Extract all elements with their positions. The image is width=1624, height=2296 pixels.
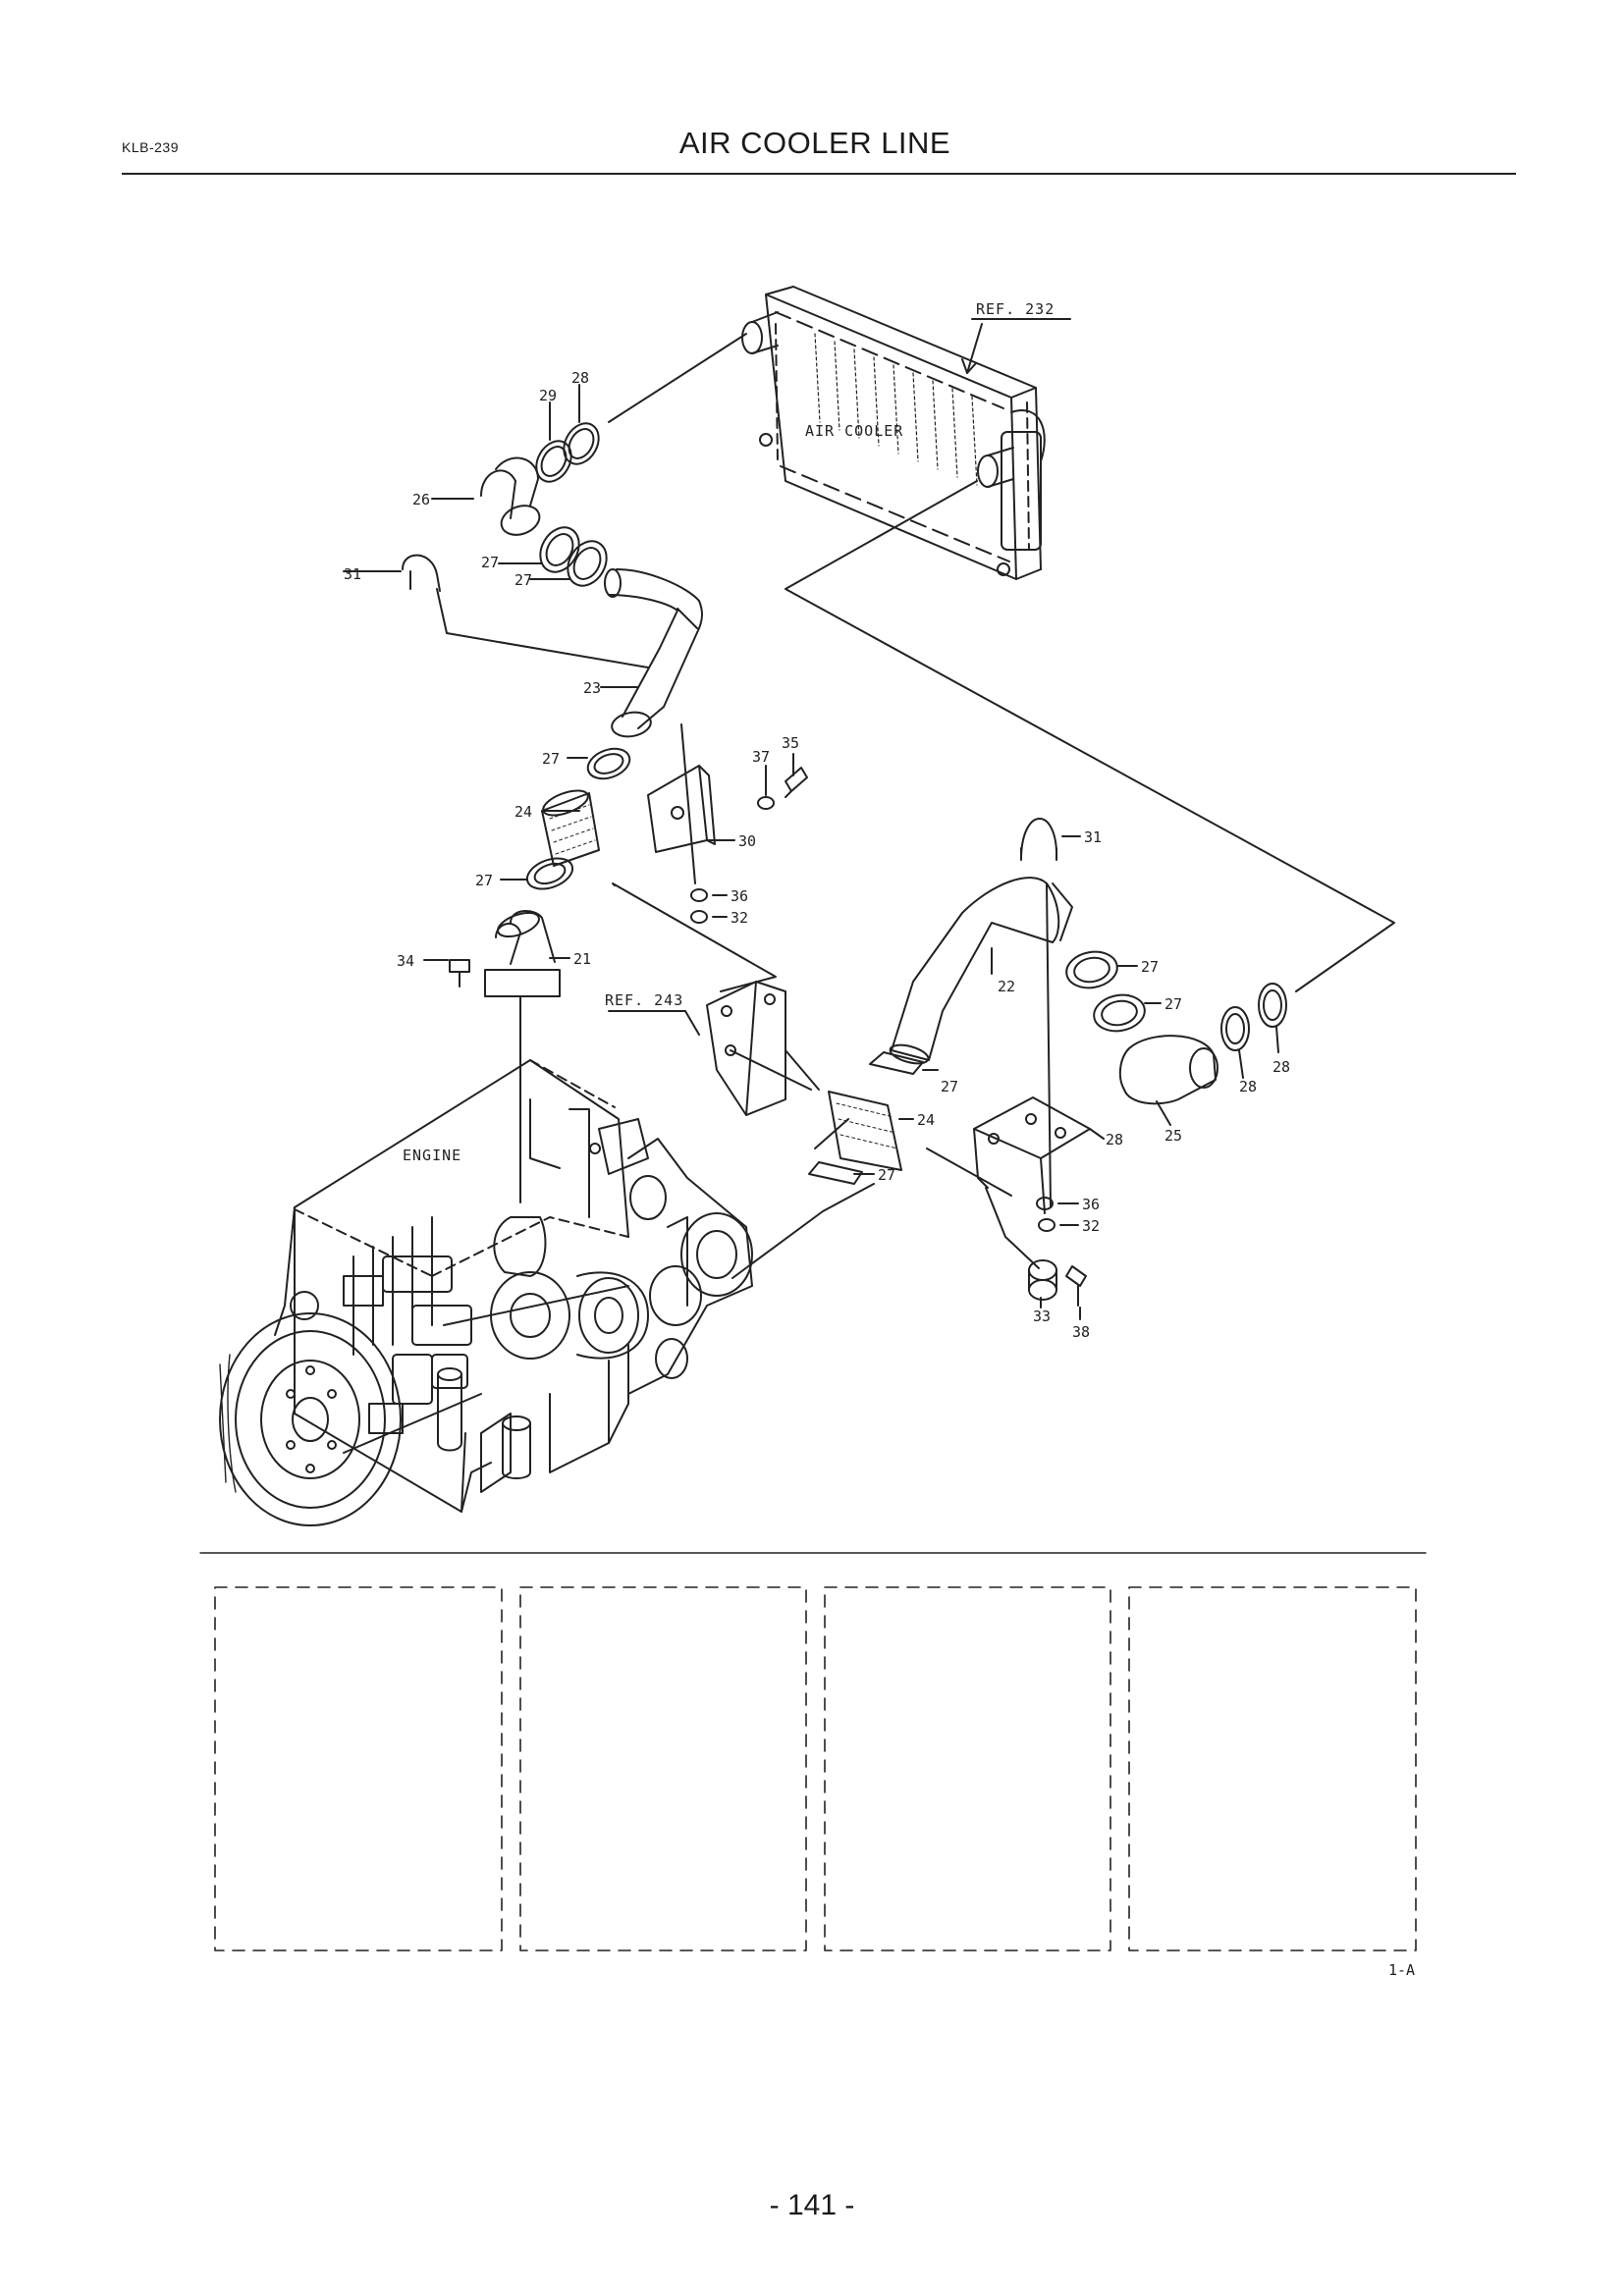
callout-31: 31 <box>1084 828 1102 846</box>
callout-36: 36 <box>731 887 748 905</box>
callout-27: 27 <box>481 554 499 571</box>
callout-25: 25 <box>1164 1127 1182 1145</box>
callout-30: 30 <box>738 832 756 850</box>
callout-27: 27 <box>514 571 532 589</box>
callout-27: 27 <box>1164 995 1182 1013</box>
callout-33: 33 <box>1033 1308 1051 1325</box>
callout-22: 22 <box>998 978 1015 995</box>
page-title: AIR COOLER LINE <box>678 126 951 160</box>
callout-28: 28 <box>1239 1078 1257 1095</box>
air-cooler-illustration <box>741 286 1046 580</box>
engine-illustration <box>219 1059 753 1526</box>
callout-26: 26 <box>412 491 430 508</box>
callout-31: 31 <box>344 565 361 583</box>
engine-label: ENGINE <box>403 1147 461 1164</box>
page-number: - 141 - <box>769 2189 855 2221</box>
air-cooler-label: AIR COOLER <box>805 422 903 440</box>
callout-32: 32 <box>731 909 748 927</box>
callout-27: 27 <box>475 872 493 889</box>
callout-28: 28 <box>1272 1058 1290 1076</box>
header-rule <box>122 173 1516 175</box>
callout-34: 34 <box>397 952 414 970</box>
callout-36: 36 <box>1082 1196 1100 1213</box>
callout-32: 32 <box>1082 1217 1100 1235</box>
callout-29: 29 <box>539 387 557 404</box>
callout-24: 24 <box>514 803 532 821</box>
callout-27: 27 <box>941 1078 958 1095</box>
callout-21: 21 <box>573 950 591 968</box>
callout-28: 28 <box>571 369 589 387</box>
ref-232-label: REF. 232 <box>976 300 1055 318</box>
callout-23: 23 <box>583 679 601 697</box>
callout-27: 27 <box>878 1166 895 1184</box>
callout-27: 27 <box>1141 958 1159 976</box>
callout-35: 35 <box>782 734 799 752</box>
document-code: KLB-239 <box>122 139 179 155</box>
callout-29: 28 <box>1106 1131 1123 1148</box>
callout-24: 24 <box>917 1111 935 1129</box>
callout-27: 27 <box>542 750 560 768</box>
callout-37: 37 <box>752 748 770 766</box>
callout-38: 38 <box>1072 1323 1090 1341</box>
dashed-boxes <box>214 1586 1417 1951</box>
ref-243-label: REF. 243 <box>605 991 683 1009</box>
revision-label: 1-A <box>1388 1961 1415 1979</box>
